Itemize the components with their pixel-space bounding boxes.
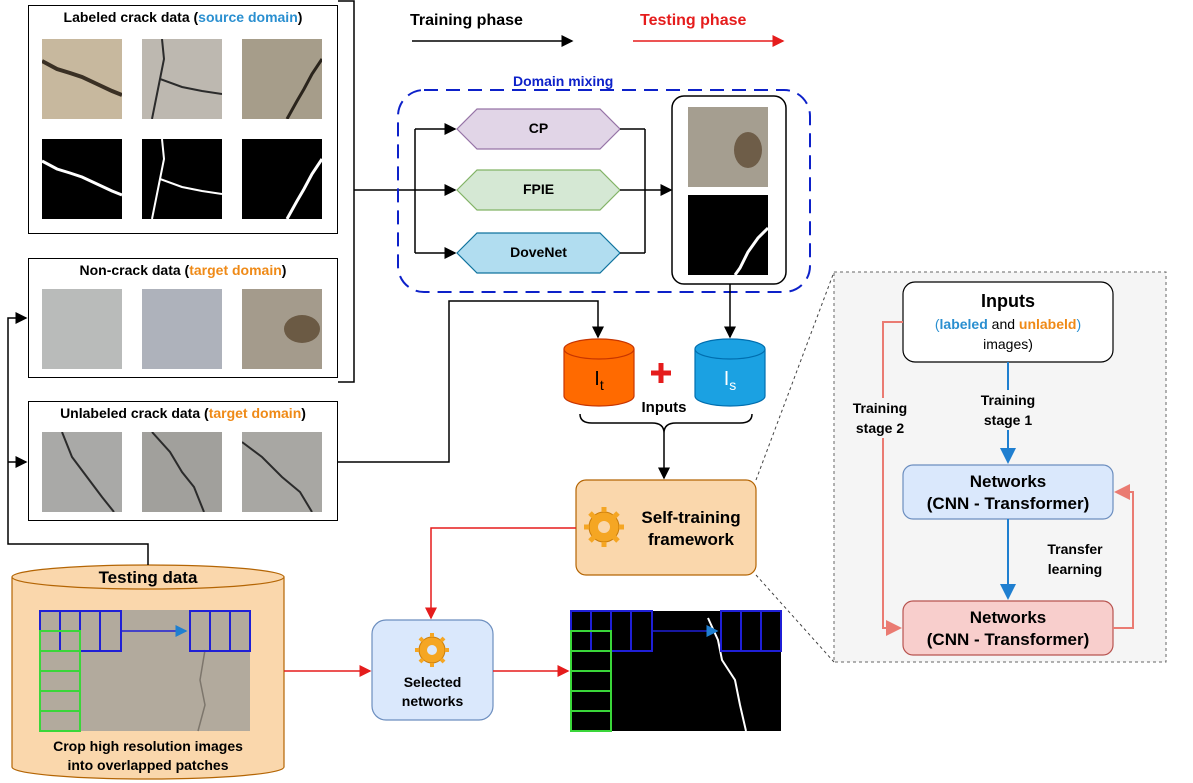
crack-image-2 <box>142 38 223 120</box>
labeled-crack-panel: Labeled crack data (source domain) <box>28 5 338 234</box>
unlabeled-image-2 <box>142 431 222 513</box>
noncrack-image-1 <box>42 289 122 369</box>
source-bracket <box>338 0 355 383</box>
noncrack-image-2 <box>142 289 222 369</box>
domain-mixing-box <box>397 89 811 293</box>
labeled-panel-title: Labeled crack data (source domain) <box>63 9 303 25</box>
testing-data-title: Testing data <box>98 568 198 587</box>
mask-image-1 <box>41 139 123 219</box>
detail-inputs-sub: (labeled and unlabeld) <box>934 316 1082 332</box>
selected-networks-box <box>371 619 494 721</box>
mask-image-2 <box>142 138 223 220</box>
domain-mixing-title: Domain mixing <box>513 73 614 89</box>
it-cylinder <box>563 338 635 407</box>
is-cylinder <box>694 338 766 407</box>
crack-image-1 <box>41 39 123 119</box>
noncrack-panel-title: Non-crack data (target domain) <box>79 262 287 278</box>
testing-patch-grid <box>39 610 251 732</box>
detail-inputs-title: Inputs <box>981 291 1035 311</box>
fpie-label: FPIE <box>522 181 555 197</box>
unlabeled-image-3 <box>241 432 322 513</box>
legend-training-label: Training phase <box>410 12 523 29</box>
noncrack-image-3 <box>242 289 322 369</box>
selected-networks-gear-icon <box>415 633 449 667</box>
noncrack-panel: Non-crack data (target domain) <box>28 258 338 378</box>
dovenet-label: DoveNet <box>510 244 567 260</box>
inputs-brace <box>579 413 753 434</box>
network-2-label: Networks(CNN - Transformer) <box>926 608 1090 649</box>
network-1-label: Networks(CNN - Transformer) <box>926 472 1090 513</box>
legend-testing-label: Testing phase <box>640 12 747 29</box>
prediction-patch-grid <box>570 610 782 732</box>
inputs-label: Inputs <box>641 399 687 416</box>
cp-label: CP <box>528 120 549 136</box>
mixed-mask <box>688 195 768 275</box>
plus-sign <box>651 363 671 383</box>
mask-image-3 <box>242 139 324 220</box>
unlabeled-panel: Unlabeled crack data (target domain) <box>28 401 338 521</box>
is-label: Is <box>723 368 737 393</box>
detail-inputs-sub2: images) <box>983 336 1033 352</box>
self-training-gear-icon <box>584 507 624 547</box>
crack-image-3 <box>242 39 324 120</box>
unlabeled-image-1 <box>42 431 122 513</box>
unlabeled-panel-title: Unlabeled crack data (target domain) <box>60 405 306 421</box>
it-label: It <box>594 368 604 393</box>
